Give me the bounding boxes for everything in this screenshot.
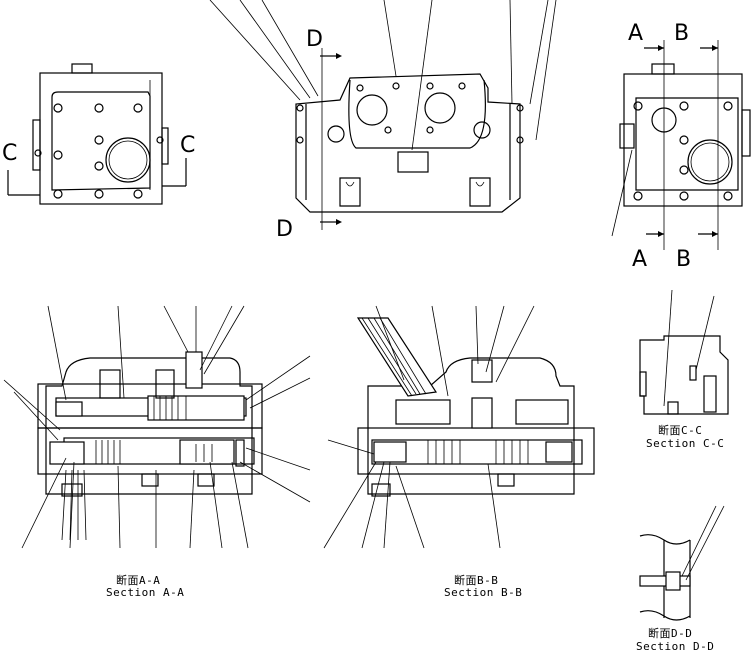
section-c-c-caption-en: Section C-C bbox=[646, 437, 724, 450]
view-a-bottom-label: A bbox=[632, 247, 647, 272]
section-a-a-leaders bbox=[3, 305, 311, 549]
view-c-left-label: C bbox=[2, 141, 17, 166]
right-side-view bbox=[611, 40, 751, 250]
section-b-b-caption-en: Section B-B bbox=[444, 586, 522, 599]
section-b-b-leaders bbox=[323, 305, 535, 549]
center-front-view bbox=[295, 73, 524, 213]
section-c-c-caption-jp: 断面C-C bbox=[658, 423, 702, 437]
section-b-b-caption-jp: 断面B-B bbox=[454, 573, 498, 587]
view-c-right-label: C bbox=[180, 133, 195, 158]
section-a-a-caption-en: Section A-A bbox=[106, 586, 184, 599]
section-a-a-cable bbox=[61, 469, 87, 541]
section-d-d-caption-en: Section D-D bbox=[636, 640, 714, 651]
section-d-d-caption-jp: 断面D-D bbox=[648, 626, 692, 640]
view-b-top-label: B bbox=[674, 21, 689, 46]
view-d-bottom-label: D bbox=[276, 217, 293, 242]
section-d-d bbox=[639, 505, 725, 621]
view-b-bottom-label: B bbox=[676, 247, 691, 272]
section-b-b bbox=[356, 317, 595, 497]
left-side-view bbox=[7, 63, 187, 205]
center-leader-lines bbox=[209, 0, 557, 230]
section-c-c bbox=[639, 289, 729, 415]
view-d-top-label: D bbox=[306, 27, 323, 52]
view-a-top-label: A bbox=[628, 21, 643, 46]
section-a-a bbox=[37, 351, 263, 497]
section-d-arrows bbox=[320, 53, 342, 225]
section-a-a-caption-jp: 断面A-A bbox=[116, 573, 160, 587]
